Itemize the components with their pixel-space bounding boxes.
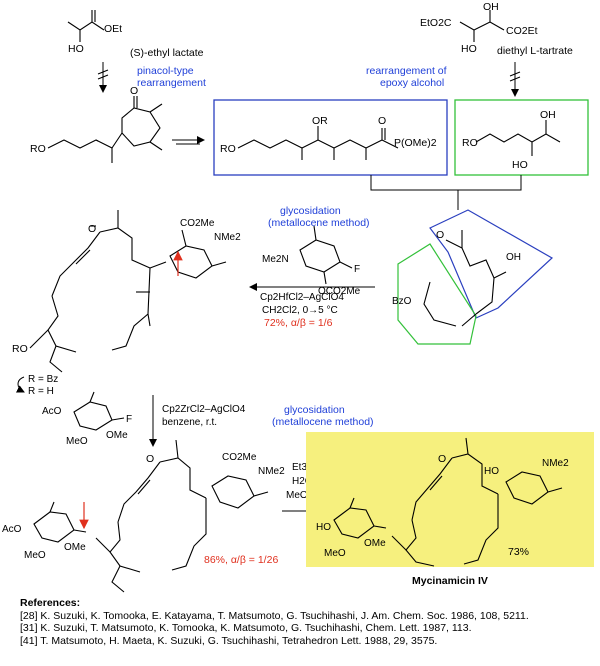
lactone-structure: RO O	[30, 85, 163, 163]
glycosylated-macrolide: O CO2Me NMe2 RO	[12, 210, 241, 373]
reagent-f: F	[354, 264, 360, 275]
sugar-aco: AcO	[42, 406, 62, 417]
tartrate-co2et: CO2Et	[506, 25, 538, 37]
deprot-meoh: MeOH	[286, 490, 315, 501]
aminosugar-fluoride: Me2N F OCO2Me	[262, 225, 361, 297]
final-ome: OMe	[364, 538, 386, 549]
macrolide-nme2: NMe2	[214, 232, 241, 243]
pinacol-label-line2: rearrangement	[137, 77, 206, 89]
deprot-h2o: H2O	[292, 476, 313, 487]
final-ho: HO	[484, 466, 499, 477]
phosphonate-structure: RO OR O P(OMe)2	[220, 115, 437, 160]
aglycone-structure: BzO OH O	[392, 209, 554, 345]
glyco2-cond-1: Cp2ZrCl2–AgClO4	[162, 404, 246, 415]
reference-item: [41] T. Matsumoto, H. Maeta, K. Suzuki, …	[20, 634, 438, 647]
references-block: References: [28] K. Suzuki, K. Tomooka, …	[20, 597, 595, 647]
epoxy-label-line2: epoxy alcohol	[380, 77, 444, 89]
phosphonate-p: P(OMe)2	[394, 137, 437, 149]
ethyl-lactate-structure: OEt HO	[67, 10, 122, 55]
glyco2-yield: 86%, α/β = 1/26	[204, 554, 278, 566]
reference-item: [31] K. Suzuki, T. Matsumoto, K. Tomooka…	[20, 622, 472, 634]
diol-ro: RO	[462, 137, 478, 149]
tartrate-structure: EtO2C CO2Et OH HO	[420, 1, 538, 55]
reagent-nme2: Me2N	[262, 254, 289, 265]
final-sugar-ho: HO	[316, 522, 331, 533]
glyco1-yield: 72%, α/β = 1/6	[264, 317, 333, 329]
lactate-double-arrow	[97, 62, 109, 93]
aglycone-ketone-o: O	[436, 229, 444, 241]
sugar-meo: MeO	[66, 436, 88, 447]
phosphonate-box	[213, 99, 448, 176]
r-h: R = H	[28, 386, 54, 397]
product-nme2: NMe2	[258, 466, 285, 477]
tartrate-double-arrow	[509, 62, 521, 97]
product-aco: AcO	[2, 524, 22, 535]
diol-oh: OH	[540, 109, 556, 121]
sugar-ome: OMe	[106, 430, 128, 441]
phosphonate-ro: RO	[220, 143, 236, 155]
glyco1-label-line2: (metallocene method)	[268, 217, 370, 229]
sugar-f: F	[126, 414, 132, 425]
mycinamicin-highlight	[306, 432, 594, 567]
protected-macrolide: O CO2Me NMe2 AcO MeO OMe	[2, 439, 285, 593]
r-bz: R = Bz	[28, 374, 58, 385]
mycinose-fluoride: AcO F MeO OMe	[42, 391, 132, 447]
glyco1-cond-1: Cp2HfCl2–AgClO4	[260, 292, 344, 303]
product-ketone-o: O	[146, 453, 154, 465]
ethyl-lactate-oet: OEt	[104, 23, 122, 35]
tartrate-ho: HO	[461, 43, 477, 55]
macrolide-ro: RO	[12, 343, 28, 355]
aglycone-oh: OH	[506, 252, 521, 263]
final-product-name: Mycinamicin IV	[412, 575, 488, 587]
glyco2-label-line2: (metallocene method)	[272, 416, 374, 428]
r-group-legend: R = Bz R = H	[15, 374, 58, 397]
aglycone-bzo: BzO	[392, 296, 412, 307]
references-header: References	[20, 597, 77, 609]
lactone-carbonyl-o: O	[130, 85, 138, 97]
tartrate-label: diethyl L-tartrate	[497, 45, 573, 57]
macrolide-ketone-o: O	[88, 223, 96, 235]
diol-ho: HO	[512, 159, 528, 171]
tartrate-oh: OH	[483, 1, 499, 13]
mycinamicin-structure: O HO NMe2 HO MeO OMe	[316, 437, 569, 567]
product-meo: MeO	[24, 550, 46, 561]
lactone-to-phosphonate-arrow	[172, 136, 205, 145]
product-ome: OMe	[64, 542, 86, 553]
tartrate-eto2c: EtO2C	[420, 17, 452, 29]
glyco1-cond-2: CH2Cl2, 0→5 °C	[262, 305, 338, 316]
final-meo: MeO	[324, 548, 346, 559]
reagent-oco2me: OCO2Me	[318, 286, 361, 297]
ethyl-lactate-label: (S)-ethyl lactate	[130, 47, 204, 59]
glyco2-cond-2: benzene, r.t.	[162, 417, 217, 428]
fragment-coupling-connector	[370, 175, 522, 210]
aglycone-green-region	[397, 243, 477, 345]
lactone-ro: RO	[30, 143, 46, 155]
pinacol-label-line1: pinacol-type	[137, 65, 194, 77]
glyco1-label-line1: glycosidation	[280, 205, 341, 217]
glyco2-label-line1: glycosidation	[284, 404, 345, 416]
phosphonate-or: OR	[312, 115, 328, 127]
final-nme2: NMe2	[542, 458, 569, 469]
deprot-et3n: Et3N	[292, 462, 314, 473]
product-co2me: CO2Me	[222, 452, 257, 463]
epoxy-label-line1: rearrangement of	[366, 65, 447, 77]
phosphonate-carbonyl-o: O	[378, 115, 386, 127]
aglycone-blue-region	[429, 209, 554, 319]
diol-structure: RO OH HO	[462, 109, 561, 171]
reference-item: [28] K. Suzuki, K. Tomooka, E. Katayama,…	[20, 609, 529, 622]
ethyl-lactate-ho: HO	[68, 43, 84, 55]
final-ketone-o: O	[438, 453, 446, 465]
final-yield: 73%	[508, 546, 529, 558]
macrolide-co2me: CO2Me	[180, 218, 215, 229]
